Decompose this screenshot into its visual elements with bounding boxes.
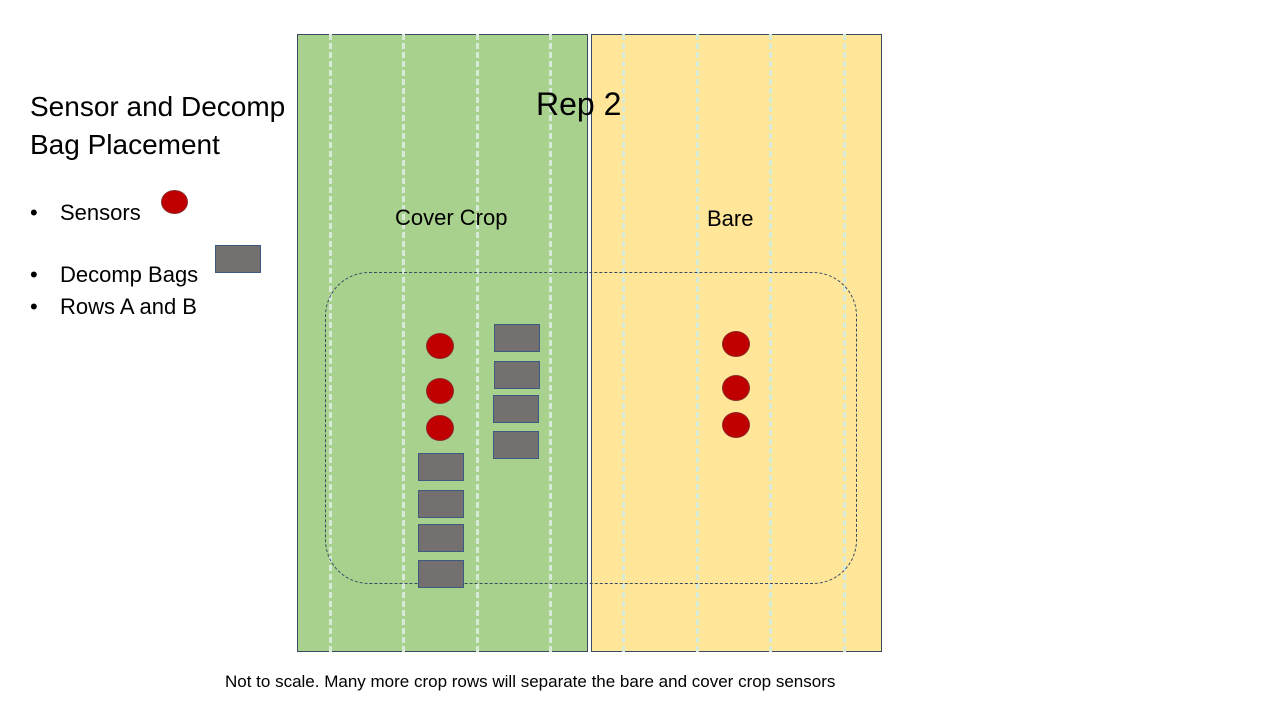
scale-note: Not to scale. Many more crop rows will s…	[225, 672, 836, 691]
legend-decomp-bags-label: Decomp Bags	[60, 262, 199, 287]
rep-label: Rep 2	[536, 86, 622, 122]
sensor-marker	[426, 378, 454, 404]
legend-item-decomp-bags: Decomp Bags	[30, 260, 198, 290]
crop-row	[843, 34, 846, 652]
crop-row	[622, 34, 625, 652]
decomp-bag	[418, 560, 464, 588]
legend-rows-label: Rows A and B	[60, 294, 197, 319]
sensor-marker	[722, 375, 750, 401]
decomp-bag	[493, 395, 539, 423]
crop-row	[549, 34, 552, 652]
legend-item-sensors: Sensors	[30, 196, 198, 230]
diagram-title: Sensor and Decomp Bag Placement	[30, 88, 285, 164]
bare-label: Bare	[707, 206, 754, 231]
legend-list: Sensors Decomp Bags Rows A and B	[30, 196, 198, 324]
decomp-bag	[418, 490, 464, 518]
decomp-bag	[494, 324, 540, 352]
measurement-zone-outline	[325, 272, 857, 584]
sensor-marker	[426, 415, 454, 441]
crop-row	[696, 34, 699, 652]
title-line-2: Bag Placement	[30, 129, 220, 160]
decomp-bag	[418, 453, 464, 481]
legend-sensor-symbol	[161, 190, 188, 214]
decomp-bag	[493, 431, 539, 459]
crop-row	[769, 34, 772, 652]
legend-sensors-label: Sensors	[60, 200, 141, 225]
decomp-bag	[494, 361, 540, 389]
crop-row	[402, 34, 405, 652]
legend-item-rows: Rows A and B	[30, 290, 198, 324]
sensor-marker	[722, 331, 750, 357]
sensor-marker	[722, 412, 750, 438]
legend-bag-symbol	[215, 245, 261, 273]
decomp-bag	[418, 524, 464, 552]
crop-row	[329, 34, 332, 652]
title-line-1: Sensor and Decomp	[30, 91, 286, 122]
cover-crop-label: Cover Crop	[395, 205, 508, 230]
crop-row	[476, 34, 479, 652]
sensor-marker	[426, 333, 454, 359]
